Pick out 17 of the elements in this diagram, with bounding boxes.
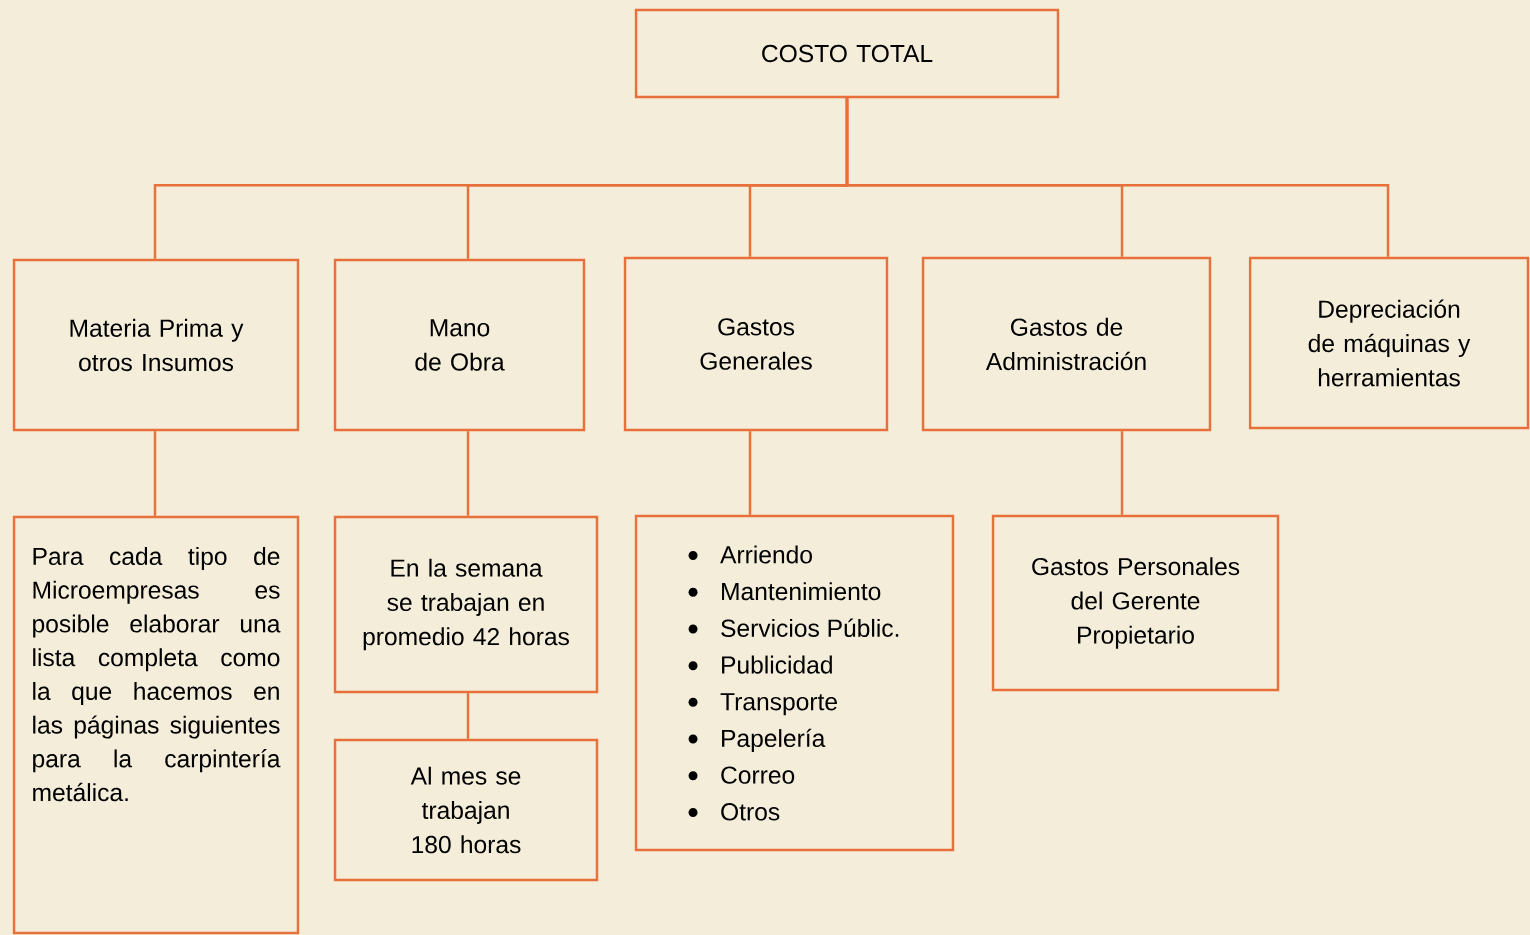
connector-line: [466, 431, 470, 516]
category-box: Depreciación de máquinas y herramientas: [1248, 256, 1530, 430]
note-box: Para cada tipo de Microempresas es posible elaborar una lista completa como la que hacemos en las páginas siguientes para la carpintería metálica.: [12, 515, 300, 935]
category-box: Materia Prima y otros Insumos: [12, 258, 300, 432]
category-box: Gastos de Administración: [921, 256, 1212, 432]
detail-box: En la semana se trabajan en promedio 42 horas: [333, 515, 599, 694]
detail-box: Gastos Personales del Gerente Propietario: [991, 514, 1280, 692]
connector-line: [153, 431, 157, 516]
detail-box: Al mes se trabajan 180 horas: [333, 738, 599, 882]
connector-line: [1120, 431, 1124, 515]
connector-line: [748, 431, 752, 515]
bullet-list-box: Arriendo Mantenimiento Servicios Públic. Publicidad Transporte Papelería Correo Otros: [634, 514, 955, 852]
connector-line: [466, 693, 470, 739]
total-box: COSTO TOTAL: [634, 8, 1060, 99]
category-box: Gastos Generales: [623, 256, 889, 432]
category-box: Mano de Obra: [333, 258, 586, 432]
connector-line: [845, 98, 1390, 257]
